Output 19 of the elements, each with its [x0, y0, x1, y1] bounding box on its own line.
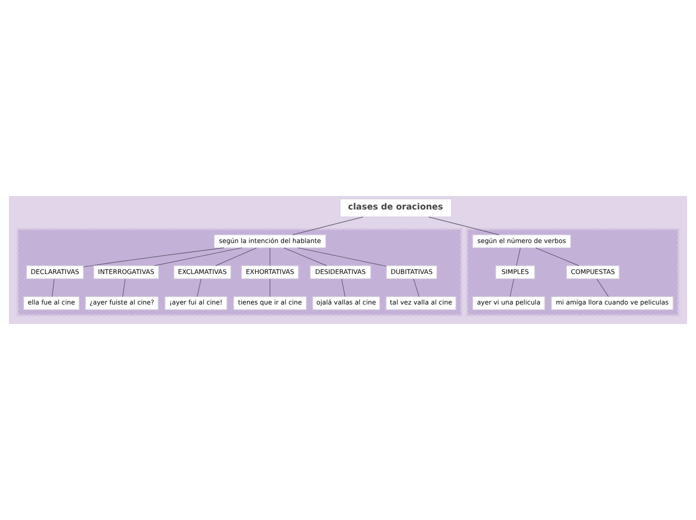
connector [52, 278, 55, 297]
connector [428, 216, 500, 236]
connector [516, 248, 521, 266]
connector [297, 247, 387, 267]
connector [413, 278, 420, 297]
connector [122, 278, 126, 297]
connector [284, 248, 327, 266]
connector [292, 216, 364, 236]
connector [341, 278, 346, 297]
connector [83, 248, 224, 268]
connector [510, 278, 514, 297]
connector [154, 247, 242, 266]
connector [596, 278, 609, 297]
connector [215, 248, 257, 266]
connector [535, 248, 580, 266]
connector [196, 278, 202, 297]
node-box: clases de oraciones [340, 198, 452, 218]
cluster [466, 228, 680, 316]
cluster [16, 228, 462, 316]
